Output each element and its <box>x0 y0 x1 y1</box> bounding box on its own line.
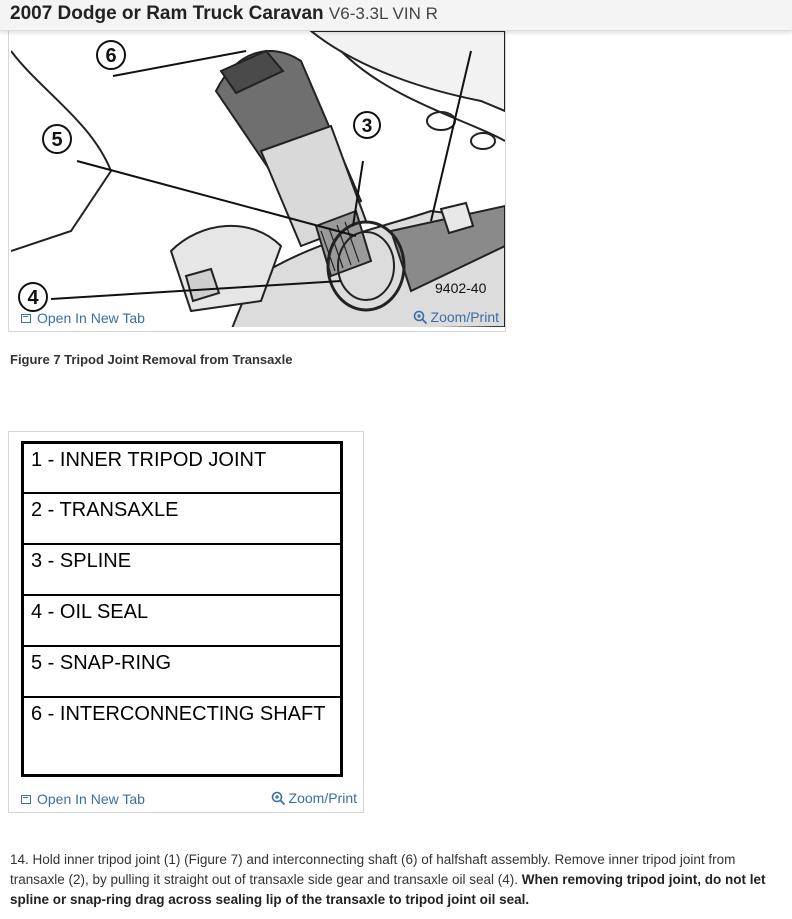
step-text: 14. Hold inner tripod joint (1) (Figure … <box>10 852 736 887</box>
open-in-new-tab-label: Open In New Tab <box>37 791 145 807</box>
zoom-icon <box>271 791 285 805</box>
new-tab-icon <box>21 313 31 323</box>
figure-caption: Figure 7 Tripod Joint Removal from Trans… <box>10 352 293 367</box>
callout-6 <box>96 40 126 70</box>
callout-5-label: 5 <box>51 129 62 151</box>
legend-cell: 3 - SPLINE <box>21 543 343 597</box>
callout-6-label: 6 <box>105 45 116 67</box>
step-warning: When removing tripod joint, do not let s… <box>10 872 766 907</box>
legend-row: 3 - SPLINE <box>21 543 343 597</box>
legend-row: 2 - TRANSAXLE <box>21 492 343 546</box>
legend-toolbar: Open In New Tab Zoom/Print <box>9 786 363 812</box>
vehicle-name: 2007 Dodge or Ram Truck Caravan <box>10 3 324 24</box>
procedure-step: 14. Hold inner tripod joint (1) (Figure … <box>10 850 790 910</box>
zoom-icon <box>413 310 427 324</box>
legend-cell: 5 - SNAP-RING <box>21 645 343 698</box>
zoom-print-link[interactable]: Zoom/Print <box>271 790 357 806</box>
legend-table[interactable]: 1 - INNER TRIPOD JOINT 2 - TRANSAXLE 3 -… <box>21 441 343 777</box>
callout-4-label: 4 <box>27 287 39 309</box>
page-header: 2007 Dodge or Ram Truck Caravan V6-3.3L … <box>0 0 792 31</box>
callout-4 <box>18 282 48 312</box>
figure-card: 6 5 3 4 9402-40 Open In New Tab Zoom/Pri… <box>8 24 506 332</box>
zoom-print-link[interactable]: Zoom/Print <box>413 309 499 325</box>
legend-cell: 2 - TRANSAXLE <box>21 492 343 546</box>
figure-toolbar: Open In New Tab Zoom/Print <box>9 305 505 331</box>
page-title: 2007 Dodge or Ram Truck Caravan V6-3.3L … <box>10 3 438 25</box>
legend-row: 6 - INTERCONNECTING SHAFT <box>21 695 343 777</box>
legend-cell: 1 - INNER TRIPOD JOINT <box>21 441 343 495</box>
figure-code: 9402-40 <box>435 280 487 296</box>
zoom-print-label: Zoom/Print <box>430 309 499 325</box>
zoom-print-label: Zoom/Print <box>288 790 357 806</box>
callout-5 <box>42 124 72 154</box>
callout-3 <box>353 111 381 139</box>
legend-cell: 6 - INTERCONNECTING SHAFT <box>21 695 343 777</box>
legend-row: 5 - SNAP-RING <box>21 645 343 698</box>
legend-cell: 4 - OIL SEAL <box>21 594 343 647</box>
legend-row: 1 - INNER TRIPOD JOINT <box>21 441 343 495</box>
tripod-joint-diagram[interactable]: 6 5 3 4 9402-40 <box>11 31 505 327</box>
open-in-new-tab-link[interactable]: Open In New Tab <box>21 310 145 326</box>
open-in-new-tab-link[interactable]: Open In New Tab <box>21 791 145 807</box>
callout-3-label: 3 <box>362 116 373 137</box>
open-in-new-tab-label: Open In New Tab <box>37 310 145 326</box>
new-tab-icon <box>21 794 31 804</box>
legend-row: 4 - OIL SEAL <box>21 594 343 647</box>
legend-card: 1 - INNER TRIPOD JOINT 2 - TRANSAXLE 3 -… <box>8 431 364 813</box>
engine-spec: V6-3.3L VIN R <box>328 4 438 23</box>
